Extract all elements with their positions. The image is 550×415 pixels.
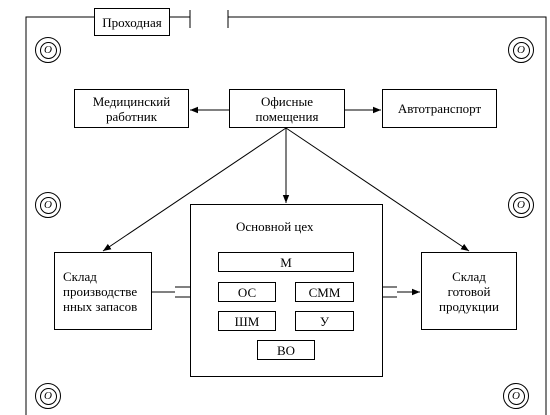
unit-smm: СММ (295, 282, 354, 302)
arrow-office-to-stock-raw (102, 127, 287, 252)
territory-boundary (25, 16, 547, 415)
transport-box: Автотранспорт (382, 89, 497, 128)
unit-m: М (218, 252, 354, 272)
arrow-office-to-stock-finished (285, 127, 470, 252)
main-shop-title: Основной цех (236, 219, 314, 234)
office-box: Офисные помещения (229, 89, 345, 128)
marker-circle-right-bottom: О (503, 383, 529, 409)
stock-raw-box: Склад производстве нных запасов (54, 252, 152, 330)
unit-shm: ШМ (218, 311, 276, 331)
unit-vo: ВО (257, 340, 315, 360)
marker-circle-right-top: О (508, 37, 534, 63)
marker-circle-left-middle: О (35, 192, 61, 218)
marker-circle-left-top: О (35, 37, 61, 63)
marker-circle-left-bottom: О (35, 383, 61, 409)
unit-u: У (295, 311, 354, 331)
stock-finished-box: Склад готовой продукции (421, 252, 517, 330)
unit-os: ОС (218, 282, 276, 302)
marker-circle-right-middle: О (508, 192, 534, 218)
gate-box: Проходная (94, 8, 170, 36)
medical-worker-box: Медицинский работник (74, 89, 189, 128)
